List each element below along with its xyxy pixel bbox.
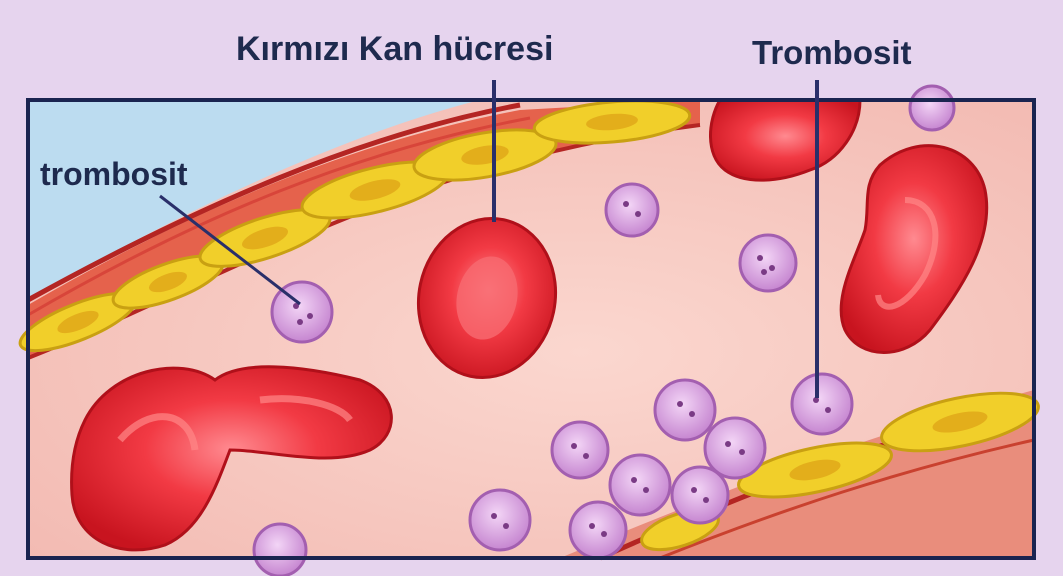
label-platelet-left: trombosit — [40, 158, 188, 190]
label-platelet-top: Trombosit — [752, 36, 912, 69]
label-red-blood-cell: Kırmızı Kan hücresi — [236, 32, 553, 66]
